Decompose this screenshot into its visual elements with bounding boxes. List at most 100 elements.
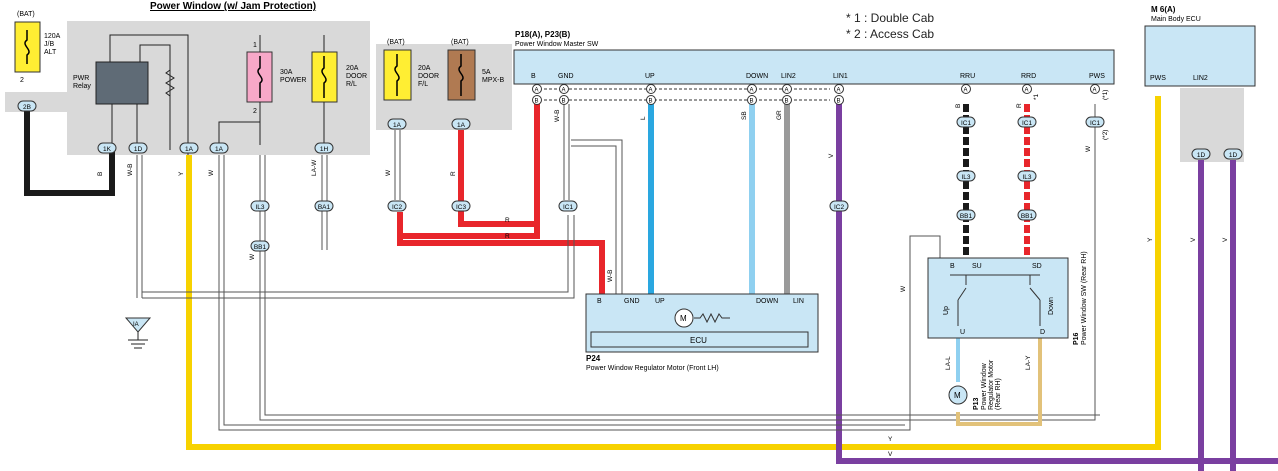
wire-red-b [397,104,540,239]
door-fl-line-2: DOOR [418,73,439,80]
wire-code: W [385,169,392,176]
master-terminal-label: GND [558,73,574,80]
wire-yellow [186,96,1161,450]
connector-il3: IL3 [1017,170,1037,182]
master-terminal-label: LIN1 [833,73,848,80]
wire-red-motor [397,236,605,294]
note-label: *1 [1033,93,1040,100]
master-pin-b-text: B [750,99,754,105]
alt-fuse-pin: 2 [20,77,24,84]
ecu-id: M 6(A) [1151,5,1176,14]
door-fl-line-1: 20A [418,65,431,72]
wire-code: L [640,116,647,120]
master-switch-id: P18(A), P23(B) [515,30,570,39]
power-fuse-wire [218,35,261,145]
connector-label: 1A [215,146,224,153]
connector-label: IL3 [1022,174,1031,181]
master-pin-a-text: A [1093,88,1097,94]
rear-switch-term-b: B [950,263,955,270]
ground-symbol [128,332,148,349]
connector-label: BA1 [318,204,331,211]
master-terminal-label: RRU [960,73,975,80]
motor-rear-line-1: Power Window [981,362,988,410]
master-pin-b-text: B [649,99,653,105]
connector-label: 1K [103,146,112,153]
alt-fuse-line-2: J/B [44,41,54,48]
motor-front-resistor [694,312,730,324]
wire-code: LA-W [311,159,318,176]
jb-panel [5,92,67,112]
master-pin-b-text: B [837,99,841,105]
ground-label: IA [133,322,139,328]
mpx-bat: (BAT) [451,39,469,46]
alt-fuse-line-1: 120A [44,33,61,40]
connector-il3: IL3 [250,200,270,212]
connector-label: IC1 [1090,120,1101,127]
power-fuse-line-2: POWER [280,77,306,84]
connector-1d: 1D [1191,148,1211,160]
wire-code: B [955,104,962,108]
wire-code: W [249,253,256,260]
master-pin-a-text: A [649,88,653,94]
wire-code: V [828,153,835,158]
connector-label: IC1 [563,204,574,211]
motor-front-term-up: UP [655,298,665,305]
master-terminal-label: RRD [1021,73,1036,80]
thin-wires [136,104,1100,431]
master-pin-a [646,84,656,94]
wire-code: W-B [554,109,561,122]
connector-ic1: IC1 [558,200,578,212]
connector-label: 1A [393,122,402,129]
connector-bb1: BB1 [1017,209,1037,221]
wire-code: R [505,217,510,224]
connector-label: 1D [1229,152,1238,159]
relay-resistor [165,69,175,97]
ecu-terminal-label: PWS [1150,75,1166,82]
connector-label: 2B [23,104,31,111]
mpx-line-2: MPX-B [482,77,505,84]
master-switch-terminals: BABGNDABUPABDOWNABLIN2ABLIN1ABRRUARRDAPW… [531,73,1105,105]
connector-label: IL3 [255,204,264,211]
motor-rear-m-label: M [954,391,961,400]
ecu-terminal-label: LIN2 [1193,75,1208,82]
master-pin-a-text: A [535,88,539,94]
master-pin-a [1022,84,1032,94]
mpx-fuse-symbol [458,54,464,96]
master-pin-a [834,84,844,94]
connector-il3: IL3 [956,170,976,182]
connector-1k: 1K [97,142,117,154]
motor-front-name: Power Window Regulator Motor (Front LH) [586,365,719,372]
wire-code: LA-L [945,356,952,370]
master-terminal-label: LIN2 [781,73,796,80]
connector-bb1: BB1 [250,240,270,252]
connector-label: 1A [185,146,194,153]
rear-switch-down-label: Down [1048,297,1055,315]
motor-front-term-down: DOWN [756,298,778,305]
wire-code: SB [741,111,748,120]
wire-code: R [450,171,457,176]
connector-ic2: IC2 [387,200,407,212]
connector-ic1: IC1 [1085,116,1105,128]
master-pin-b-text: B [562,99,566,105]
connector-1a: 1A [451,118,471,130]
door-rl-fuse-symbol [321,56,327,98]
wire-code: V [1222,237,1229,242]
connector-label: 1A [457,122,466,129]
legend-double-cab: * 1 : Double Cab [846,11,934,25]
master-terminal-label: B [531,73,536,80]
master-pin-b [559,95,569,105]
mpx-line-1: 5A [482,69,491,76]
power-fuse-pin-bottom: 2 [253,108,257,115]
wire-code: W-B [127,163,134,176]
master-pin-a [559,84,569,94]
master-pin-b [532,95,542,105]
master-pin-a [532,84,542,94]
connector-1d: 1D [1223,148,1243,160]
ground-triangle [124,317,152,333]
master-pin-b-text: B [535,99,539,105]
ecu-name: Main Body ECU [1151,16,1201,23]
connector-bb1: BB1 [956,209,976,221]
